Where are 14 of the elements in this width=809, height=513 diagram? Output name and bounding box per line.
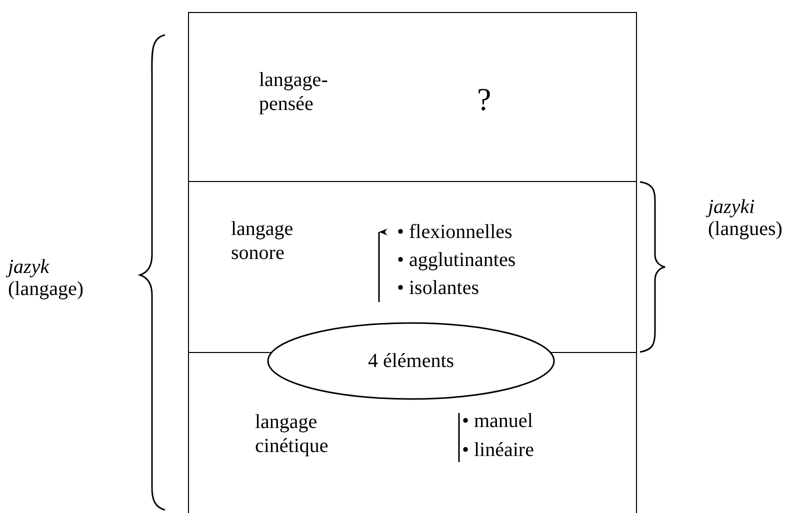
band-title: langage sonore — [231, 217, 294, 265]
band-title: langage cinétique — [255, 410, 330, 458]
list-item: • isolantes — [397, 276, 479, 300]
band-title: langage-pensée — [259, 68, 329, 116]
ellipse-label: 4 éléments — [366, 349, 456, 373]
bracket-label: jazyki (langues) — [708, 196, 798, 240]
list-item: • linéaire — [462, 438, 534, 462]
ellipse-node — [267, 322, 555, 400]
list-item: • agglutinantes — [397, 248, 516, 272]
bracket-label: jazyk (langage) — [8, 256, 98, 300]
question-mark: ? — [477, 83, 492, 115]
band-panel — [188, 12, 637, 182]
list-item: • flexionnelles — [397, 220, 512, 244]
list-item: • manuel — [462, 409, 533, 433]
